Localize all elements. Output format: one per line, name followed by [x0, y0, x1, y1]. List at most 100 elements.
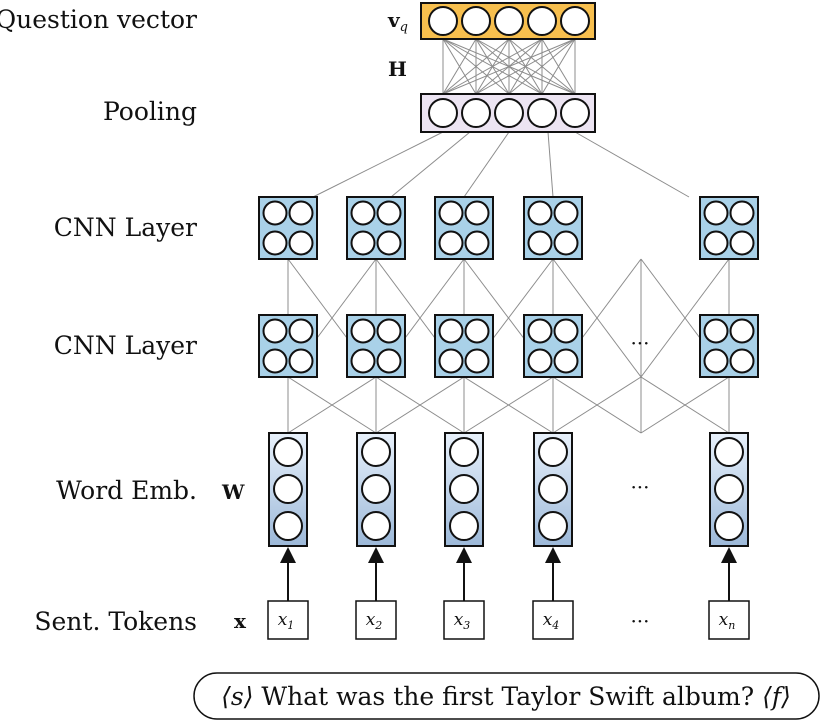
pool-to-cnn [574, 131, 690, 198]
embedding-unit [273, 511, 303, 541]
embedding-unit [449, 511, 479, 541]
cnn-bottom-unit [438, 348, 464, 374]
cnn-bottom-unit [376, 318, 402, 344]
cnn-top-unit [288, 230, 314, 256]
sentence-box: ⟨s⟩ What was the first Taylor Swift albu… [193, 672, 820, 720]
h-connection [442, 38, 477, 95]
pool-to-cnn [463, 131, 510, 198]
h-connection [541, 38, 576, 95]
cnn-top-unit [376, 200, 402, 226]
cnn-top-unit [729, 230, 755, 256]
cnn-bottom-unit [527, 318, 553, 344]
h-connection [442, 38, 576, 95]
token-box-2 [355, 600, 397, 640]
embedding-unit [538, 474, 568, 504]
question-vector-units [428, 6, 590, 36]
label-word-emb: Word Emb. [56, 476, 197, 505]
ellipsis-emb: ··· [630, 475, 649, 499]
ellipses: ··· ··· ··· [630, 331, 649, 633]
row-labels: Question vector Pooling CNN Layer CNN La… [0, 5, 197, 636]
cnn-top-unit [553, 230, 579, 256]
pooling-box [420, 93, 596, 133]
h-symbol: H [388, 57, 407, 81]
cnn-bottom-unit [729, 318, 755, 344]
cnn-bottom-unit [262, 348, 288, 374]
cnn-top-unit [438, 200, 464, 226]
embedding-unit [449, 474, 479, 504]
question-unit-5 [560, 6, 590, 36]
conv-connection [463, 376, 554, 434]
pooling-units [428, 98, 590, 128]
h-connection [508, 38, 576, 95]
token-label-4: x4 [543, 610, 560, 632]
cnn-top-unit [527, 230, 553, 256]
connection-lines [287, 38, 730, 434]
conv-connection [640, 376, 730, 434]
cnn-bottom-unit [350, 318, 376, 344]
token-label-5: xn [719, 610, 736, 632]
cnn-bottom-unit [527, 348, 553, 374]
cnn-bottom-unit [262, 318, 288, 344]
pooling-unit-1 [428, 98, 458, 128]
token-box-4 [532, 600, 574, 640]
question-vector-box [420, 2, 596, 40]
token-box-3 [443, 600, 485, 640]
pooling-unit-3 [494, 98, 524, 128]
cnn-bottom-unit [288, 348, 314, 374]
embedding-unit [449, 437, 479, 467]
embedding-unit [273, 437, 303, 467]
cnn-bottom-unit [438, 318, 464, 344]
w-symbol: W [221, 480, 245, 504]
embedding-unit [538, 437, 568, 467]
token-label-2: x2 [366, 610, 383, 632]
cnn-top-unit [553, 200, 579, 226]
cnn-bottom-unit [464, 318, 490, 344]
pooling-unit-4 [527, 98, 557, 128]
label-question-vector: Question vector [0, 5, 197, 34]
cnn-top-unit [464, 200, 490, 226]
token-label-1: x1 [278, 610, 295, 632]
label-pooling: Pooling [103, 97, 197, 126]
cnn-bottom-unit [288, 318, 314, 344]
pool-to-cnn [390, 131, 471, 198]
cnn-bottom-unit [376, 348, 402, 374]
pooling-unit-5 [560, 98, 590, 128]
x-symbol: x [234, 609, 247, 633]
embedding-unit [361, 511, 391, 541]
conv-connection [375, 376, 465, 434]
pool-to-cnn [312, 131, 444, 198]
ellipsis-tokens: ··· [630, 609, 649, 633]
embedding-unit [361, 437, 391, 467]
question-unit-4 [527, 6, 557, 36]
conv-connection [640, 258, 730, 378]
sentence-pill [193, 672, 820, 720]
cnn-top-unit [262, 200, 288, 226]
cnn-top-unit [438, 230, 464, 256]
cnn-top-unit [350, 230, 376, 256]
h-connection [442, 38, 510, 95]
embedding-unit [273, 474, 303, 504]
cnn-top-unit [350, 200, 376, 226]
cnn-top-unit [464, 230, 490, 256]
cnn-layer-top-units [258, 196, 759, 260]
h-connection [475, 38, 576, 95]
cnn-top-unit [376, 230, 402, 256]
cnn-bottom-unit [703, 348, 729, 374]
cnn-bottom-unit [703, 318, 729, 344]
pool-to-cnn [547, 131, 554, 198]
question-unit-1 [428, 6, 458, 36]
h-connection [442, 38, 543, 95]
cnn-layer-bottom-units [258, 314, 759, 378]
question-unit-2 [461, 6, 491, 36]
conv-connection [552, 376, 642, 434]
label-sent-tokens: Sent. Tokens [34, 607, 197, 636]
cnn-top-unit [729, 200, 755, 226]
label-cnn-layer-bottom: CNN Layer [54, 331, 197, 360]
cnn-top-unit [703, 230, 729, 256]
cnn-bottom-unit [729, 348, 755, 374]
question-unit-3 [494, 6, 524, 36]
embedding-unit [714, 437, 744, 467]
cnn-top-unit [527, 200, 553, 226]
